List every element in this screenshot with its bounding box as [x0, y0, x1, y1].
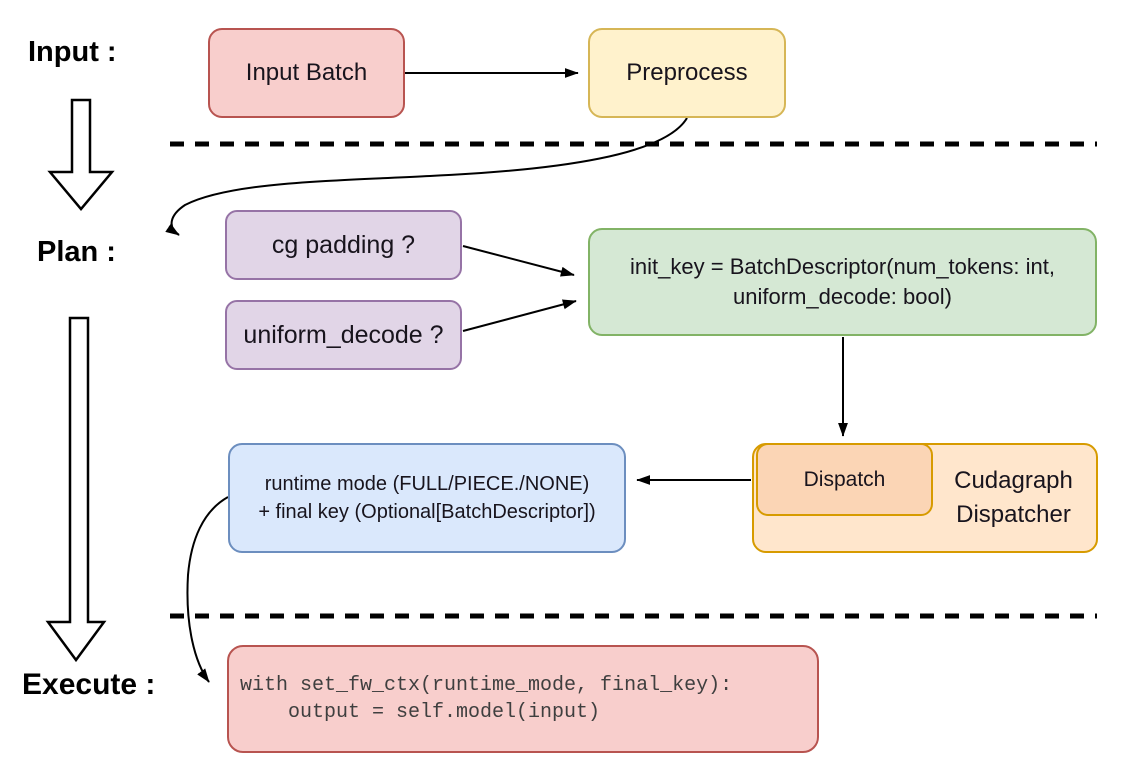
node-init-key: init_key = BatchDescriptor(num_tokens: i…	[588, 228, 1097, 336]
node-cudagraph-line2: Dispatcher	[956, 501, 1071, 528]
node-input-batch-label: Input Batch	[245, 59, 368, 86]
node-input-batch: Input Batch	[208, 28, 405, 118]
node-dispatch-label: Dispatch	[803, 467, 886, 491]
node-cudagraph-line1: Cudagraph	[954, 467, 1073, 495]
node-init-key-line2: uniform_decode: bool)	[733, 284, 952, 309]
node-dispatch: Dispatch	[756, 443, 933, 516]
connector-runtimemode-to-execute	[186, 496, 229, 683]
connector-uniformdecode-to-initkey	[462, 299, 577, 332]
node-cudagraph-dispatcher-label: Cudagraph Dispatcher	[935, 445, 1092, 551]
node-uniform-decode-label: uniform_decode ?	[243, 320, 444, 349]
node-execute-code: with set_fw_ctx(runtime_mode, final_key)…	[227, 645, 819, 753]
phase-down-arrow-long-icon	[45, 316, 107, 663]
connector-preprocess-to-cgpadding	[165, 117, 688, 236]
node-preprocess-label: Preprocess	[626, 59, 748, 86]
phase-label-input: Input :	[28, 36, 117, 68]
node-execute-code-line2: output = self.model(input)	[240, 701, 601, 724]
node-runtime-mode-line1: runtime mode (FULL/PIECE./NONE)	[264, 473, 590, 495]
phase-down-arrow-icon	[47, 98, 115, 211]
node-runtime-mode: runtime mode (FULL/PIECE./NONE) + final …	[228, 443, 626, 553]
node-uniform-decode: uniform_decode ?	[225, 300, 462, 370]
phase-label-execute: Execute :	[22, 668, 156, 701]
node-init-key-line1: init_key = BatchDescriptor(num_tokens: i…	[630, 254, 1055, 280]
node-preprocess: Preprocess	[588, 28, 786, 118]
node-execute-code-line1: with set_fw_ctx(runtime_mode, final_key)…	[240, 674, 733, 697]
node-cg-padding-label: cg padding ?	[271, 230, 416, 259]
connector-cgpadding-to-initkey	[462, 245, 575, 277]
phase-label-plan: Plan :	[37, 236, 116, 268]
node-cg-padding: cg padding ?	[225, 210, 462, 280]
node-runtime-mode-line2: + final key (Optional[BatchDescriptor])	[258, 501, 596, 523]
